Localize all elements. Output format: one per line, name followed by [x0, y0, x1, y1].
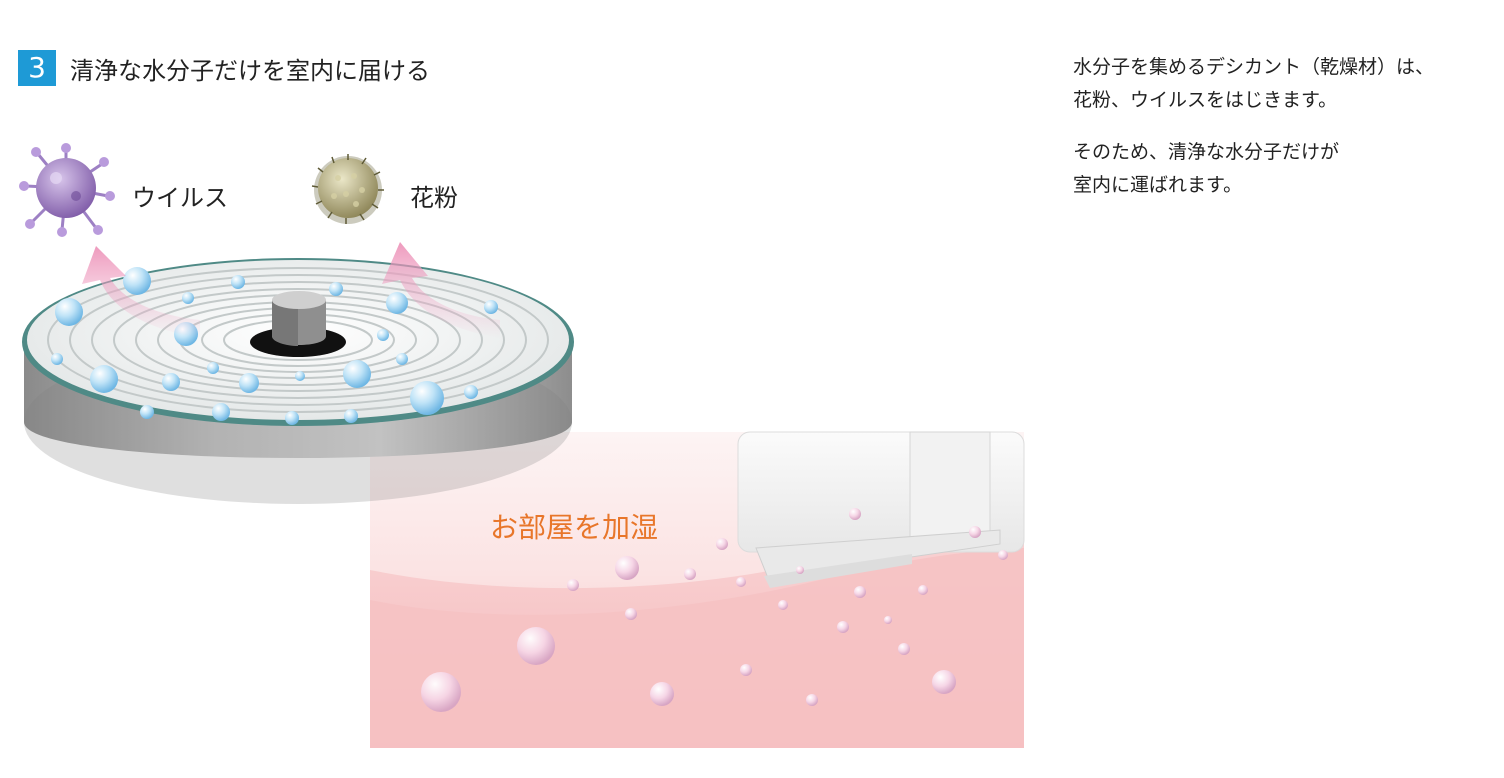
- desiccant-illustration: ウイルス 花粉 お部屋を加湿: [0, 130, 1040, 760]
- disk-bubbles: [51, 267, 498, 425]
- description-paragraph-2: そのため、清浄な水分子だけが 室内に運ばれます。: [1073, 141, 1340, 196]
- humidify-label: お部屋を加湿: [490, 511, 659, 544]
- description-paragraph-1: 水分子を集めるデシカント（乾燥材）は、 花粉、ウイルスをはじきます。: [1073, 56, 1435, 111]
- air-conditioner: [737, 431, 1025, 588]
- step-number-badge: 3: [18, 50, 56, 86]
- illustration-graphic: [19, 143, 1025, 748]
- step-header: 3 清浄な水分子だけを室内に届ける: [18, 50, 430, 86]
- description: 水分子を集めるデシカント（乾燥材）は、 花粉、ウイルスをはじきます。 そのため、…: [1073, 51, 1493, 221]
- pollen-label: 花粉: [410, 184, 458, 212]
- step-title: 清浄な水分子だけを室内に届ける: [70, 56, 430, 85]
- deflect-arrows: [82, 242, 500, 338]
- virus-label: ウイルス: [132, 184, 228, 212]
- room-bubbles: [421, 508, 1008, 712]
- virus-icon: [19, 143, 115, 237]
- pollen-icon: [311, 154, 384, 224]
